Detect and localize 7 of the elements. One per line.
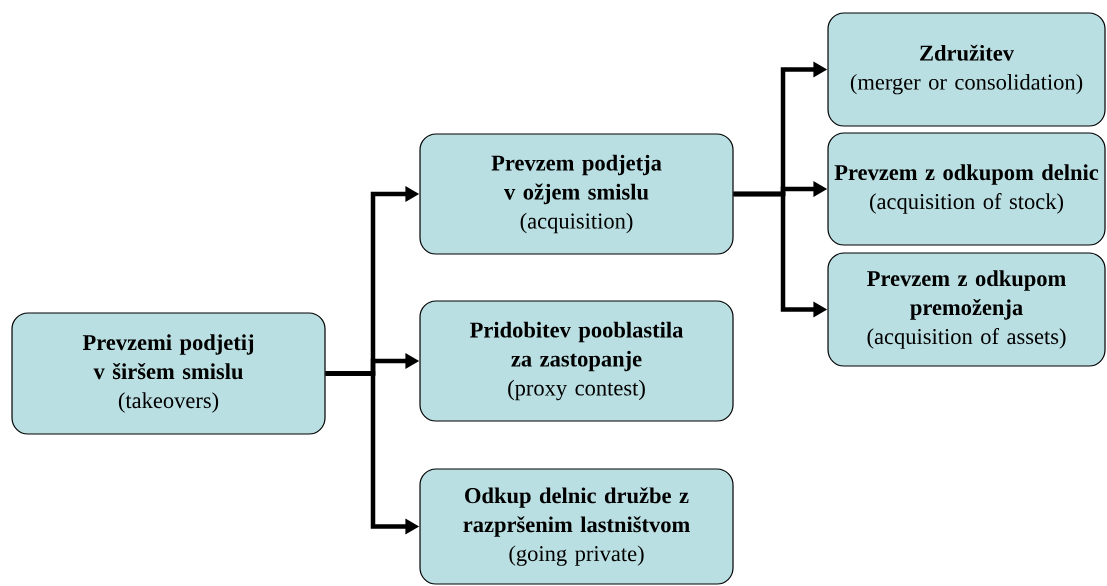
process-box: Odkup delnic družbe z razpršenim lastništvom (going private)	[419, 468, 734, 585]
process-box: Prevzem z odkupom premoženja (acquisition of assets)	[827, 252, 1106, 367]
process-box: Prevzem z odkupom delnic (acquisition of stock)	[827, 132, 1106, 246]
process-box: Pridobitev pooblastila za zastopanje (proxy contest)	[419, 300, 734, 422]
process-box: Prevzem podjetja v ožjem smislu (acquisition)	[419, 133, 734, 255]
process-box: Združitev (merger or consolidation)	[827, 12, 1106, 127]
process-box: Prevzemi podjetij v širšem smislu (takeovers)	[11, 312, 326, 435]
